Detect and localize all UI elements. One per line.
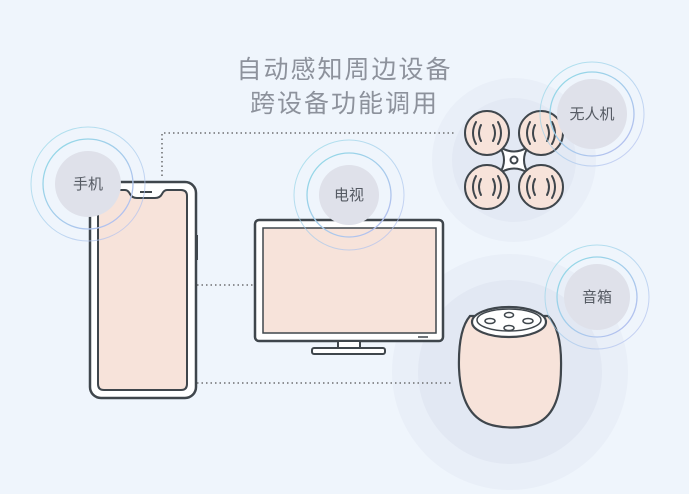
phone-label-bubble[interactable]: 手机 <box>30 126 146 242</box>
connector-phone-drone <box>161 132 456 176</box>
tv-label-bubble[interactable]: 电视 <box>293 139 405 251</box>
connector-lines <box>161 132 456 384</box>
phone-label: 手机 <box>73 175 103 193</box>
speaker-label-bubble[interactable]: 音箱 <box>544 244 650 350</box>
speaker-illustration <box>457 305 563 429</box>
tv-illustration <box>253 218 445 355</box>
phone-illustration <box>88 180 198 400</box>
speaker-label: 音箱 <box>582 288 612 306</box>
drone-label: 无人机 <box>569 105 614 123</box>
headline-line-2: 跨设备功能调用 <box>249 89 439 118</box>
drone-illustration <box>464 110 564 210</box>
tv-label: 电视 <box>334 186 364 204</box>
headline-line-1: 自动感知周边设备 <box>236 55 453 84</box>
drone-label-bubble[interactable]: 无人机 <box>539 61 645 167</box>
